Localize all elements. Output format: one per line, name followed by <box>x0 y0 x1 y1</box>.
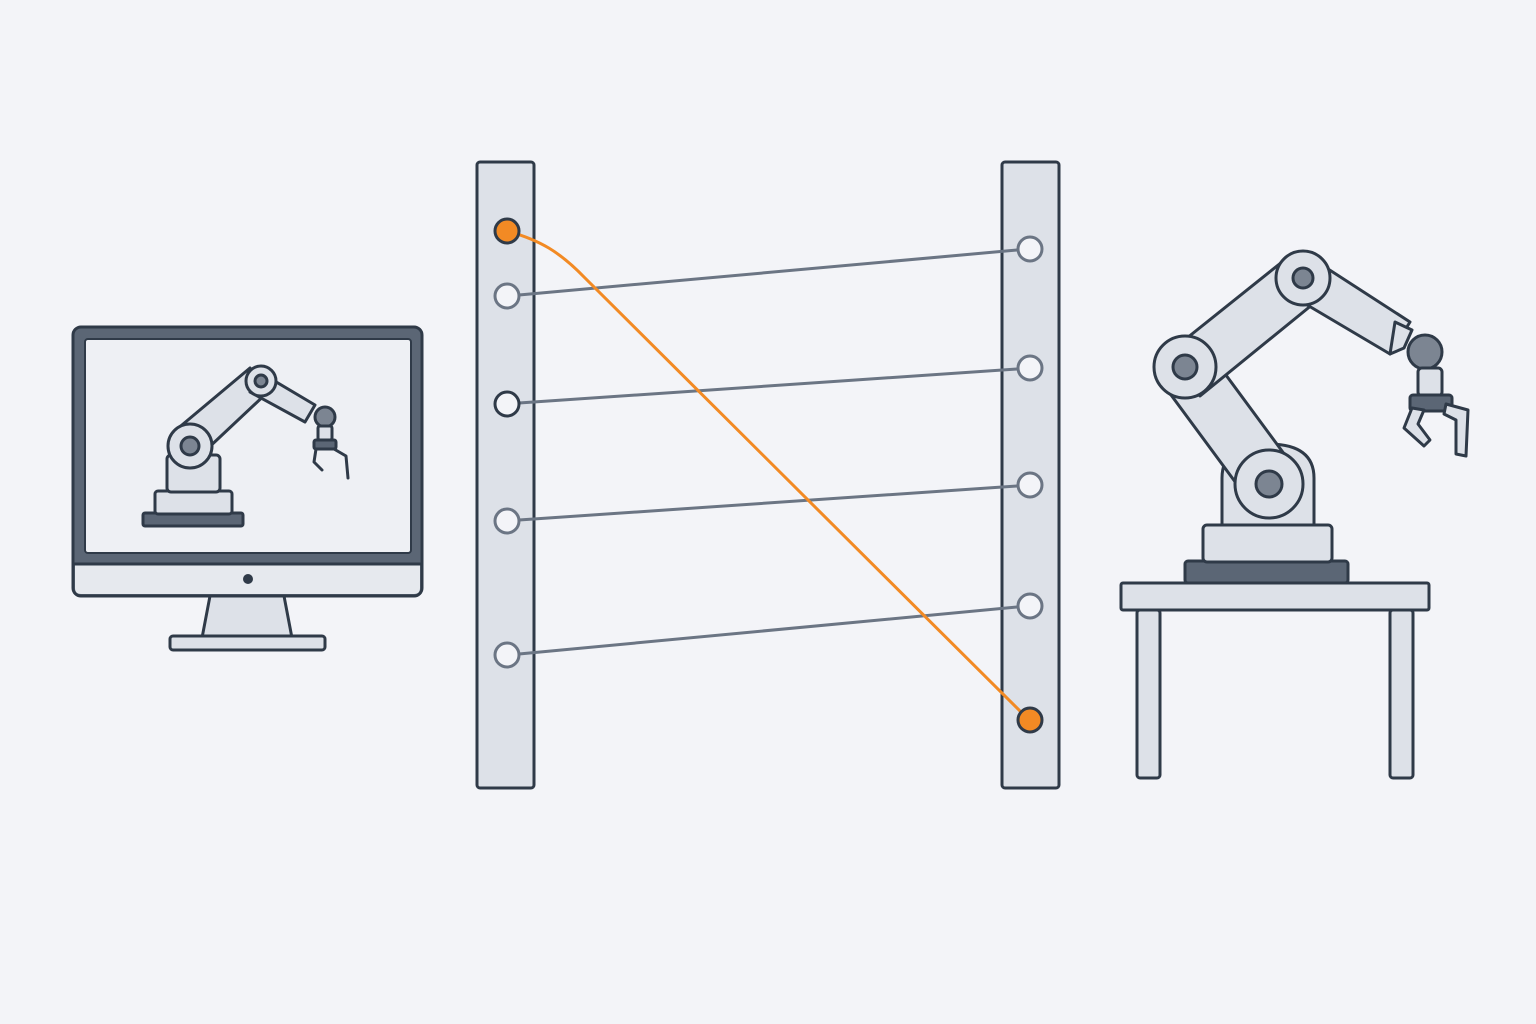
robot-base <box>1201 523 1334 564</box>
computer-monitor <box>71 325 424 652</box>
left-port <box>493 390 521 418</box>
right-port-active <box>1016 706 1044 734</box>
physical-robot-station <box>1119 249 1470 780</box>
connection-line <box>517 367 1019 405</box>
table-icon <box>1119 581 1431 780</box>
connection-line <box>517 484 1019 522</box>
robot-base-plate <box>1183 559 1350 585</box>
left-port <box>493 641 521 669</box>
sim-robot-wrist-joint <box>313 405 337 429</box>
left-ports <box>493 217 521 669</box>
connection-line <box>517 248 1019 297</box>
robot-arm-icon <box>1152 249 1470 585</box>
highlighted-connection-line <box>505 229 1025 716</box>
right-port <box>1016 354 1044 382</box>
robot-gripper-right <box>1442 402 1470 458</box>
robot-gripper-left <box>1402 406 1432 448</box>
left-port <box>493 507 521 535</box>
table-leg-right <box>1388 608 1415 780</box>
right-port <box>1016 592 1044 620</box>
connection-line <box>517 605 1019 656</box>
right-port <box>1016 235 1044 263</box>
monitor-base <box>168 634 327 652</box>
table-leg-left <box>1135 608 1162 780</box>
left-interface-panel <box>475 160 536 790</box>
table-top <box>1119 581 1431 612</box>
left-port-active <box>493 217 521 245</box>
sim-robot-base <box>153 489 234 516</box>
left-port <box>493 282 521 310</box>
right-port <box>1016 471 1044 499</box>
right-ports <box>1016 235 1044 734</box>
connection-lines <box>517 248 1019 656</box>
monitor-stand <box>200 594 294 640</box>
monitor-camera-dot <box>243 574 253 584</box>
robot-wrist-joint <box>1406 333 1444 371</box>
robot-arm-icon <box>141 364 350 528</box>
sim-robot-gripper <box>312 447 350 480</box>
connection-panels <box>475 160 1061 790</box>
